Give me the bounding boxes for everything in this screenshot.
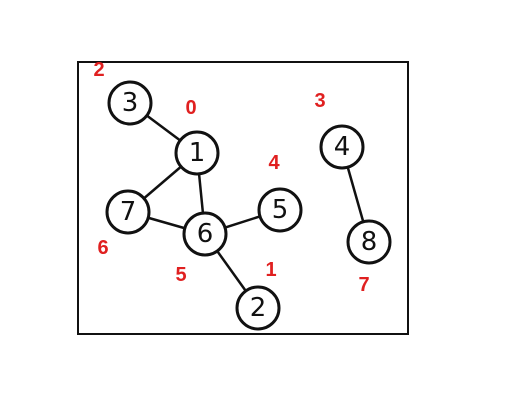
- annotation-node-8: 7: [358, 274, 369, 296]
- annotation-node-4: 3: [314, 90, 325, 112]
- node-4-label: 4: [334, 132, 351, 162]
- node-3-label: 3: [122, 88, 139, 118]
- node-2: 2: [235, 285, 281, 331]
- node-7-label: 7: [120, 197, 137, 227]
- annotation-node-3: 2: [93, 59, 104, 81]
- diagram-frame: [77, 61, 409, 335]
- node-4: 4: [319, 124, 365, 170]
- node-7: 7: [105, 189, 151, 235]
- index-annotations: 2 0 6 5 4 1 3 7: [93, 59, 369, 296]
- annotation-node-7: 6: [97, 237, 108, 259]
- node-1-label: 1: [189, 138, 206, 168]
- annotation-node-5: 4: [268, 152, 280, 174]
- node-8-label: 8: [361, 227, 378, 257]
- annotation-node-6: 5: [175, 264, 186, 286]
- node-3: 3: [107, 80, 153, 126]
- node-5: 5: [257, 187, 303, 233]
- node-5-label: 5: [272, 195, 289, 225]
- nodes-layer: 3 1 7 6 5 2 4 8: [105, 80, 392, 331]
- node-6-label: 6: [197, 219, 214, 249]
- node-1: 1: [174, 130, 220, 176]
- node-2-label: 2: [250, 293, 267, 323]
- annotation-node-2: 1: [265, 259, 276, 281]
- node-6: 6: [182, 211, 228, 257]
- annotation-node-1: 0: [185, 97, 196, 119]
- node-8: 8: [346, 219, 392, 265]
